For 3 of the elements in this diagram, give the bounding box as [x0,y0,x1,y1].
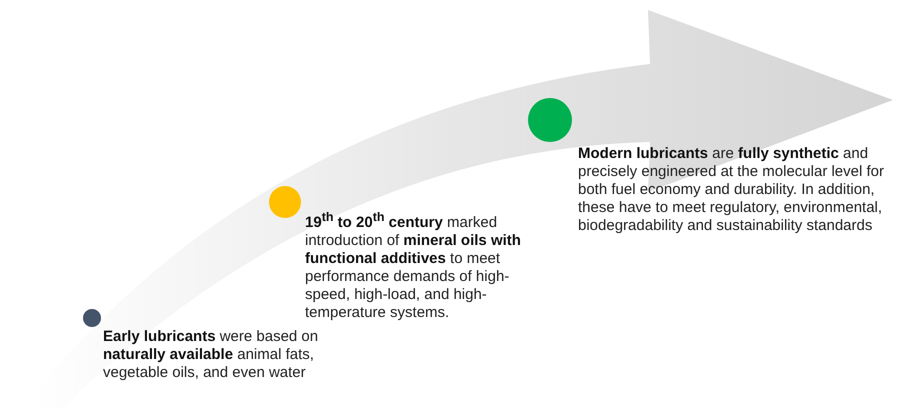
milestone-description: Early lubricants were based on naturally available animal fats, vegetable oils, and even water [103,328,320,382]
milestone-description: 19$^{th}$ to 20$^{th}$ century marked introduction of mineral oils with functional additives to meet performance demands of high-speed, high-load, and high-temperature systems. [305,209,522,322]
milestone-description: Modern lubricants are fully synthetic and precisely engineered at the molecular level for both fuel economy and durability. In addition, these have to meet regulatory, environmental, biodegradability and sustainability standards [578,145,885,235]
